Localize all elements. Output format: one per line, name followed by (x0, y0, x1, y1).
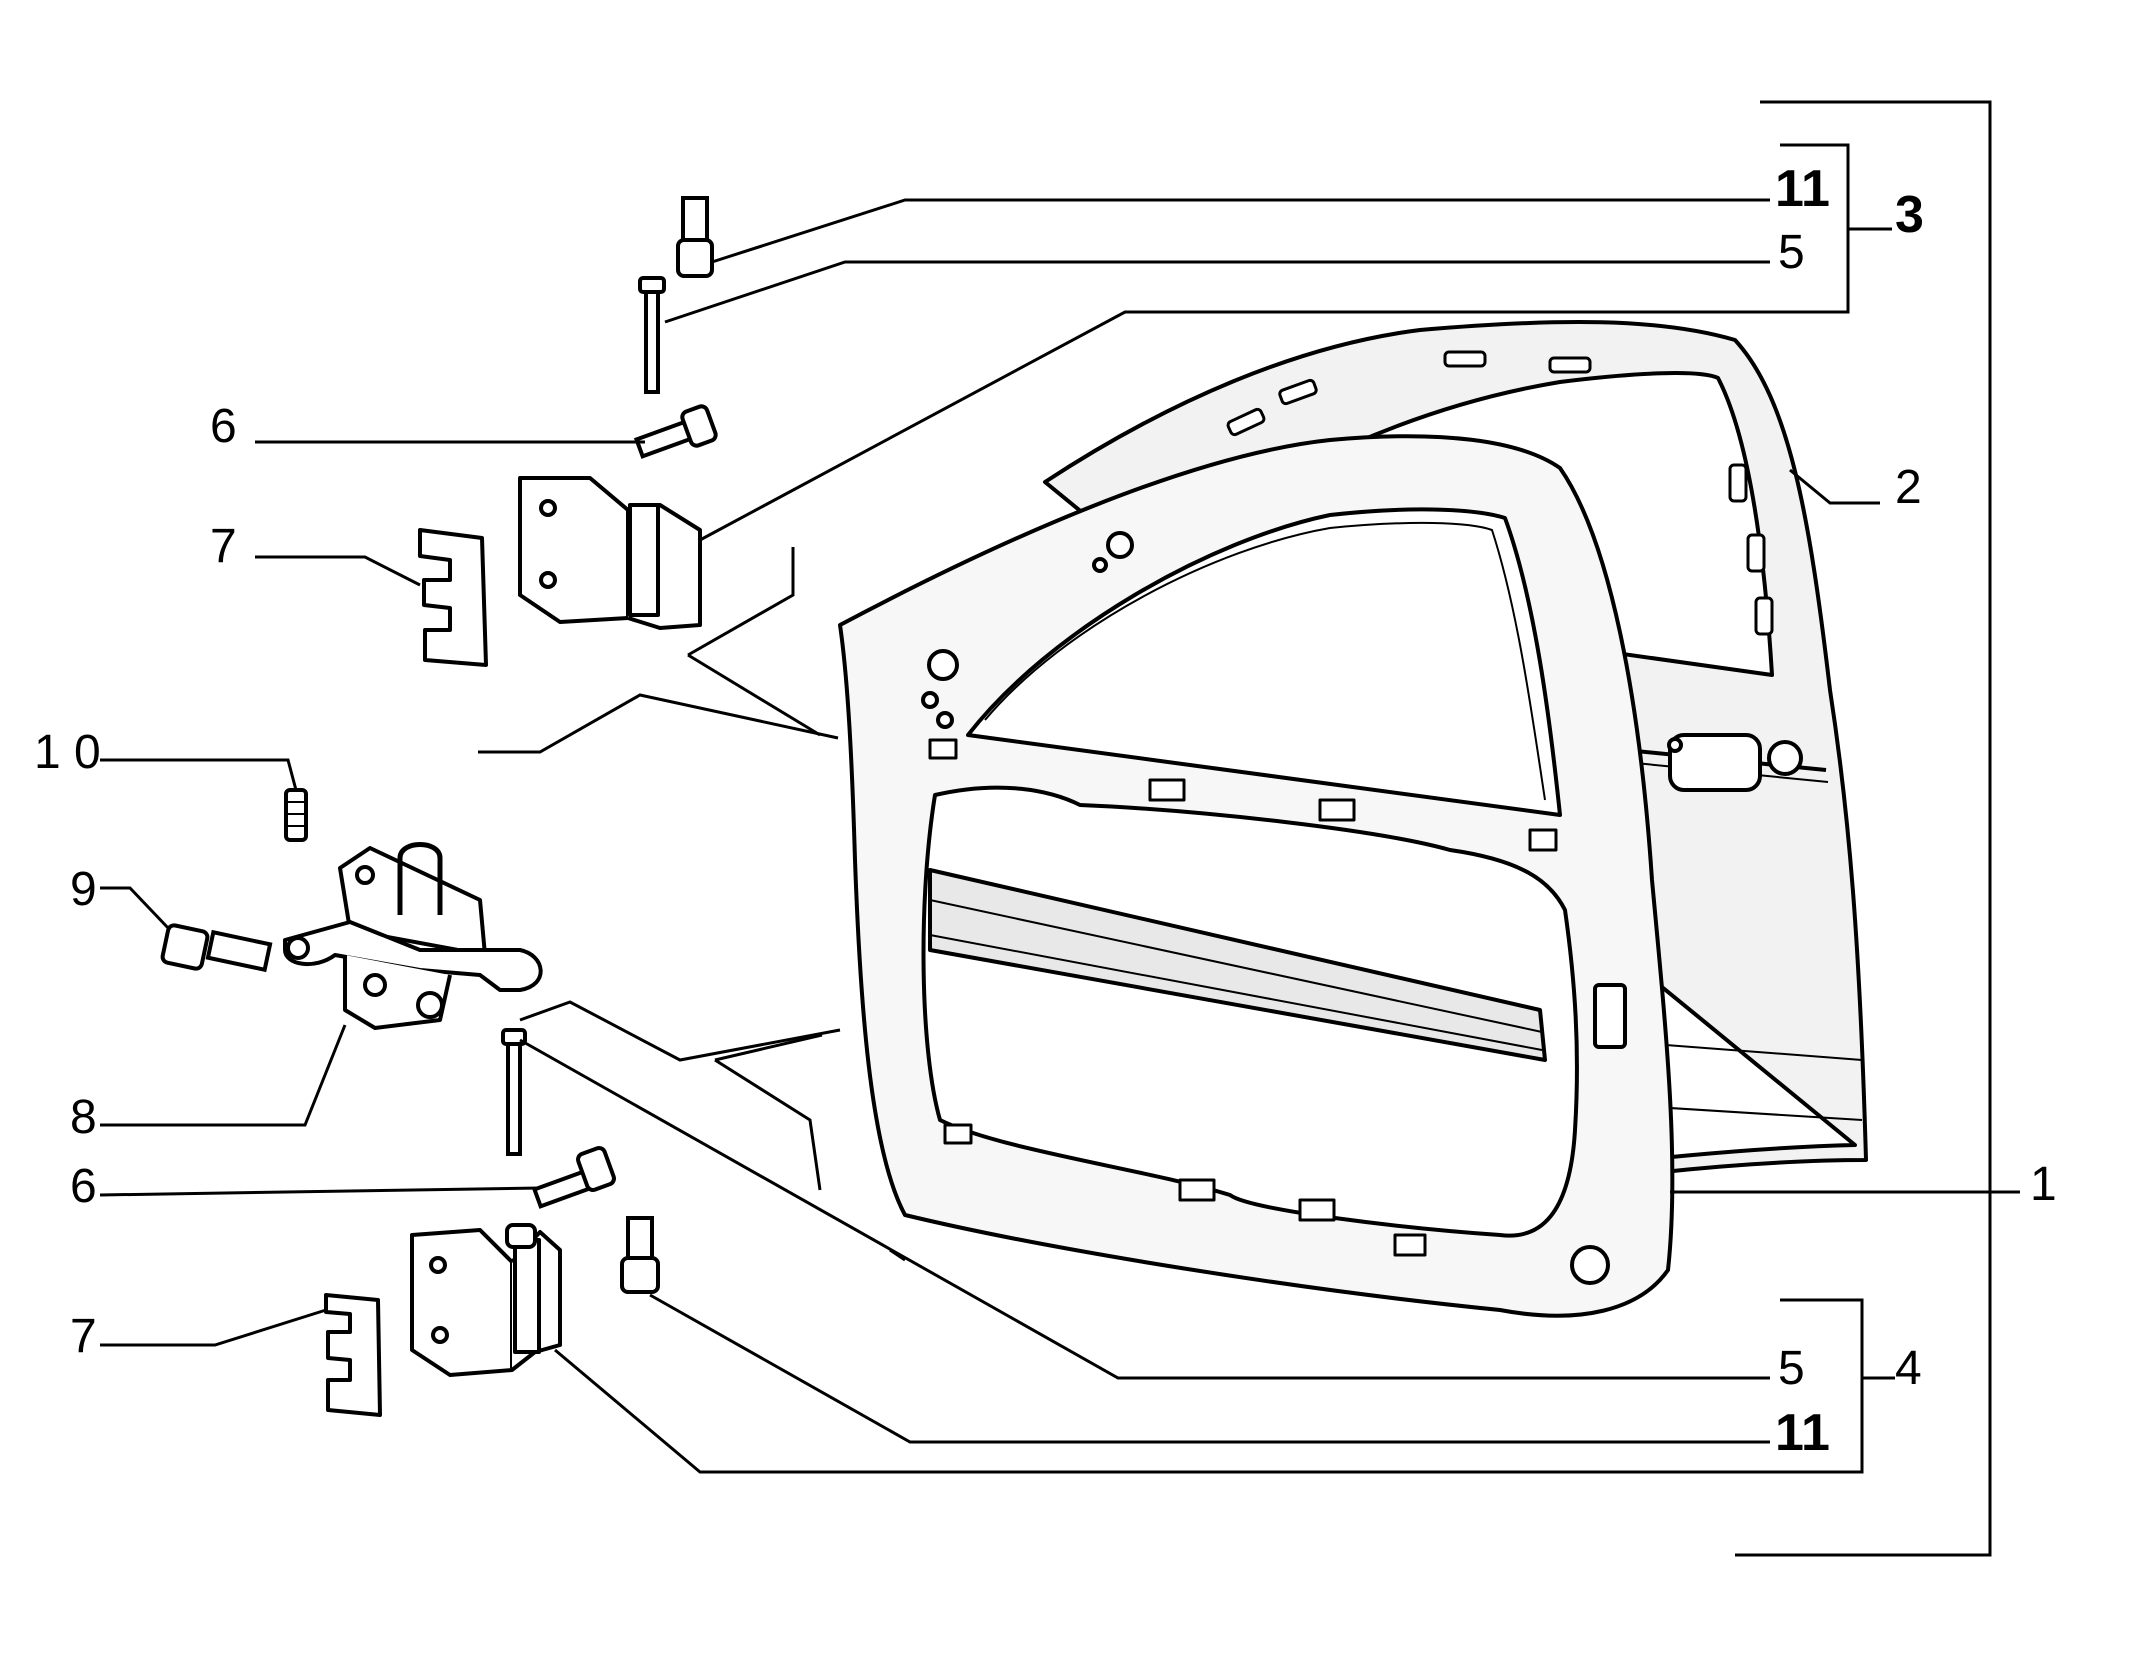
callout-9: 9 (70, 863, 97, 916)
callout-11-upper: 11 (1775, 160, 1830, 218)
callout-3: 3 (1895, 186, 1924, 244)
callout-1: 1 (2030, 1158, 2057, 1211)
callout-6-upper: 6 (210, 400, 237, 453)
callout-2: 2 (1895, 461, 1922, 514)
assembly-guide-lines (478, 547, 906, 1262)
upper-hinge-bolt-11 (676, 196, 714, 278)
upper-hinge-screw-6 (633, 404, 718, 459)
check-strap-grub-screw-10 (284, 788, 308, 842)
lower-shim-7 (324, 1293, 382, 1417)
lower-hinge-bolt-11 (620, 1216, 660, 1294)
check-strap-bracket-8 (283, 842, 543, 1030)
callout-7-lower: 7 (70, 1310, 97, 1363)
callout-7-upper: 7 (210, 520, 237, 573)
callout-8: 8 (70, 1091, 97, 1144)
upper-hinge-pin-5 (638, 276, 666, 394)
door-inner-frame (838, 434, 1675, 1318)
callout-11-lower: 11 (1775, 1404, 1830, 1462)
lower-hinge-half-door (410, 1223, 562, 1377)
upper-shim-7 (418, 528, 488, 667)
callout-6-lower: 6 (70, 1160, 97, 1213)
lower-hinge-pin-5 (501, 1028, 527, 1156)
lower-hinge-screw-6 (531, 1146, 616, 1209)
callout-10: 1 0 (34, 726, 101, 779)
callout-5-upper: 5 (1778, 226, 1805, 279)
leader-lines (99, 100, 2020, 1557)
callout-4: 4 (1895, 1342, 1922, 1395)
check-strap-bolt-9 (160, 923, 273, 973)
callout-5-lower: 5 (1778, 1342, 1805, 1395)
callout-labels: 11 5 3 2 6 7 1 0 9 8 6 7 1 5 4 11 (34, 160, 2057, 1462)
upper-hinge-half-door (518, 476, 702, 630)
